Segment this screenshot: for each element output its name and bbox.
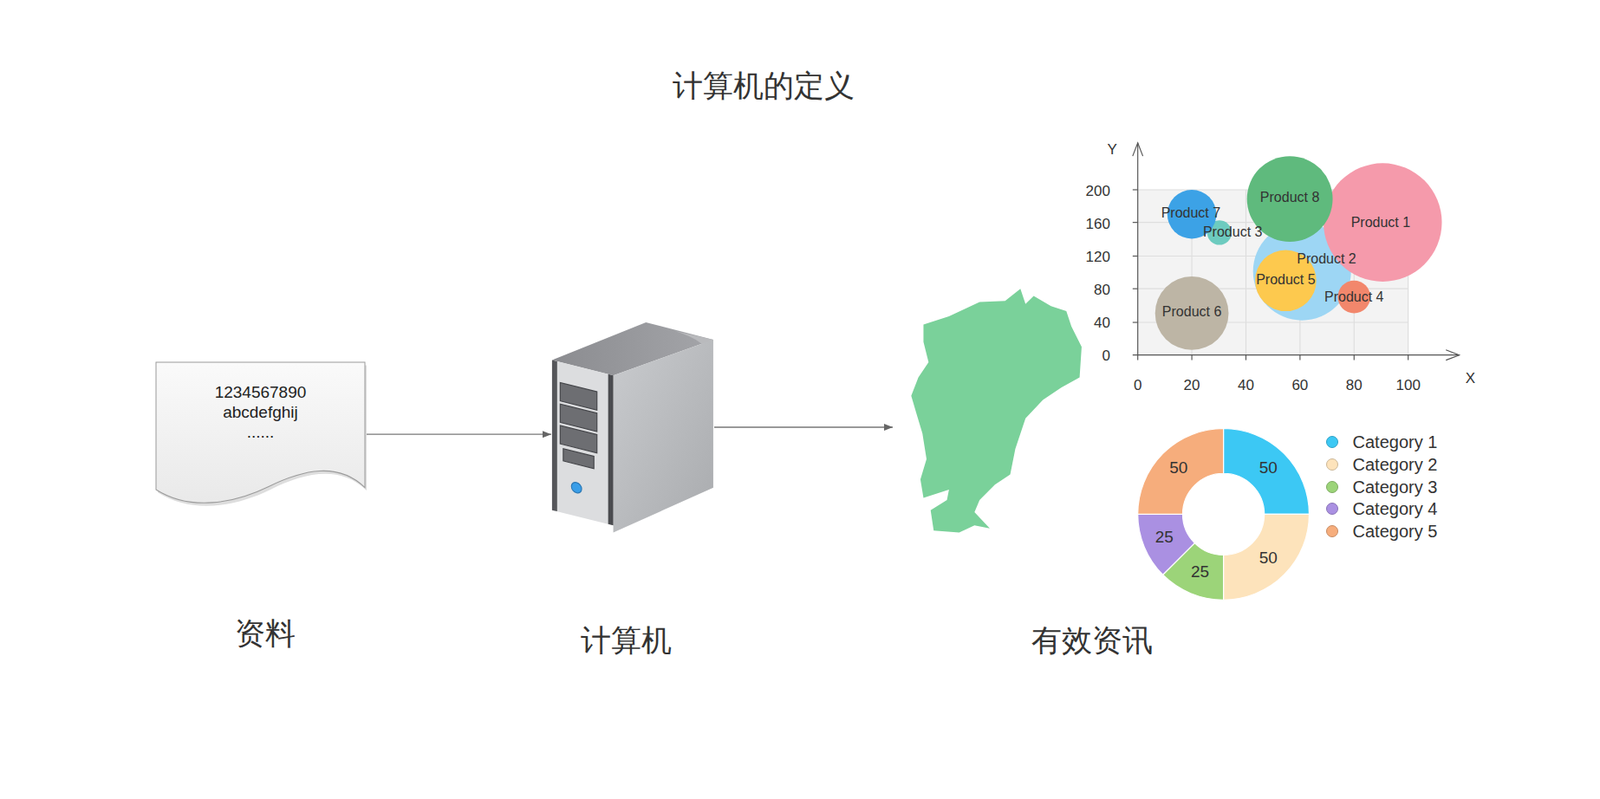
tick bbox=[1353, 355, 1355, 361]
tick bbox=[1132, 321, 1139, 323]
tick-label: 0 bbox=[1133, 377, 1142, 392]
axis-name: X bbox=[1465, 370, 1476, 385]
tick-label: 20 bbox=[1183, 377, 1201, 392]
map-node: 有效资讯 bbox=[892, 286, 1084, 538]
map-region bbox=[910, 288, 1082, 533]
legend-swatch bbox=[1326, 435, 1339, 449]
bubble-label: Product 6 bbox=[1162, 305, 1222, 319]
tick bbox=[1132, 288, 1139, 290]
bubble-label: Product 1 bbox=[1351, 215, 1411, 230]
server-panel bbox=[552, 360, 614, 527]
tick-label: 120 bbox=[1086, 248, 1111, 264]
node-heading: 有效资讯 bbox=[1031, 622, 1153, 659]
tick bbox=[1132, 221, 1139, 223]
legend-swatch bbox=[1326, 458, 1339, 471]
axis-name: Y bbox=[1107, 141, 1118, 157]
server-illustration bbox=[552, 322, 714, 534]
power-button bbox=[571, 481, 582, 495]
tick-label: 60 bbox=[1291, 377, 1308, 392]
bubble-label: Product 4 bbox=[1324, 290, 1384, 305]
axis-arrow bbox=[1132, 143, 1144, 157]
server-edge bbox=[552, 360, 558, 513]
legend-entry: Category 2 bbox=[1326, 454, 1438, 475]
segment-value: 25 bbox=[1155, 528, 1174, 546]
axes bbox=[1132, 143, 1460, 361]
segment-value: 25 bbox=[1190, 563, 1210, 580]
tick bbox=[1132, 188, 1139, 190]
flow-arrow bbox=[364, 434, 552, 436]
bubble-label: Product 3 bbox=[1203, 225, 1262, 240]
server-node: 计算机 bbox=[551, 321, 715, 534]
segment-value: 50 bbox=[1259, 548, 1278, 566]
bubble-label: Product 8 bbox=[1260, 190, 1320, 205]
illustration-group bbox=[552, 143, 1460, 600]
legend-swatch bbox=[1326, 525, 1339, 538]
document-shape: 1234567890 abcdefghij ......资料 bbox=[156, 362, 365, 507]
legend-entry: Category 1 bbox=[1326, 431, 1438, 453]
tick-label: 40 bbox=[1093, 315, 1111, 331]
tick bbox=[1407, 355, 1409, 361]
tick-label: 0 bbox=[1101, 347, 1110, 363]
tick bbox=[1190, 355, 1192, 361]
tick-label: 80 bbox=[1093, 282, 1111, 298]
legend-entry: Category 5 bbox=[1326, 520, 1438, 542]
tick-label: 200 bbox=[1086, 183, 1111, 199]
legend-text: Category 3 bbox=[1352, 476, 1438, 498]
tick-label: 40 bbox=[1237, 377, 1255, 392]
x-axis bbox=[1132, 354, 1460, 356]
donut-segment bbox=[1223, 428, 1310, 514]
legend-swatch bbox=[1326, 502, 1339, 515]
axis-arrow bbox=[1445, 350, 1459, 361]
bubble-chart bbox=[1132, 143, 1460, 361]
legend-text: Category 5 bbox=[1352, 520, 1438, 542]
segment-value: 50 bbox=[1169, 459, 1188, 476]
segment-value: 50 bbox=[1259, 459, 1278, 476]
bubble-label: Product 2 bbox=[1296, 252, 1356, 267]
legend-text: Category 4 bbox=[1352, 498, 1438, 520]
server-side bbox=[613, 339, 714, 534]
tick bbox=[1299, 355, 1301, 361]
bubble-label: Product 7 bbox=[1161, 206, 1221, 221]
legend-swatch bbox=[1326, 481, 1339, 494]
server-edge bbox=[608, 374, 614, 527]
server-front bbox=[552, 360, 614, 527]
tick bbox=[1245, 355, 1247, 361]
drive-slot bbox=[563, 448, 594, 469]
tick-label: 80 bbox=[1346, 377, 1363, 392]
legend-text: Category 1 bbox=[1352, 431, 1438, 453]
grid-line bbox=[1245, 189, 1247, 356]
bubble bbox=[1155, 276, 1230, 351]
y-axis bbox=[1137, 143, 1139, 361]
bubbles bbox=[1155, 156, 1443, 351]
tick-label: 160 bbox=[1086, 215, 1111, 231]
donut-segment bbox=[1223, 513, 1310, 600]
document-border bbox=[156, 362, 365, 503]
tick-label: 100 bbox=[1395, 377, 1420, 392]
donut-segment bbox=[1138, 513, 1196, 575]
flow-arrow bbox=[714, 426, 893, 428]
donut-segment bbox=[1138, 428, 1224, 514]
legend-text: Category 2 bbox=[1352, 454, 1438, 475]
node-heading: 资料 bbox=[234, 615, 296, 652]
tick bbox=[1132, 255, 1139, 257]
bubble-label: Product 5 bbox=[1255, 273, 1315, 287]
legend-entry: Category 3 bbox=[1326, 476, 1438, 498]
donut-chart bbox=[1138, 428, 1310, 600]
legend-entry: Category 4 bbox=[1326, 498, 1438, 520]
document-text: 1234567890 abcdefghij ...... bbox=[214, 362, 307, 443]
node-heading: 计算机 bbox=[580, 622, 672, 659]
diagram-title: 计算机的定义 bbox=[672, 67, 855, 105]
